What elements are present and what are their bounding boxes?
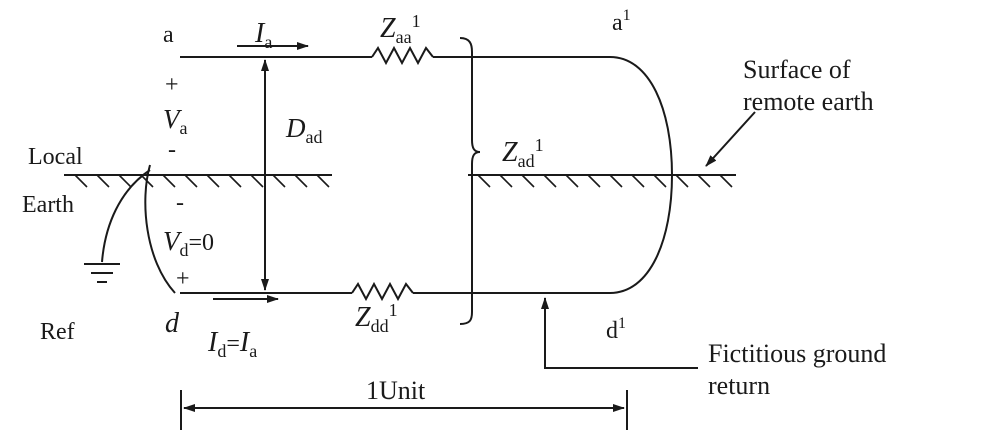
- surface-label-line2: remote earth: [743, 87, 874, 116]
- plus-bottom: +: [176, 266, 190, 292]
- node-a-label: a: [163, 22, 174, 48]
- plus-top: +: [165, 72, 179, 98]
- vd-label: Vd=0: [163, 226, 214, 260]
- ref-label: Ref: [40, 319, 75, 345]
- zdd-label: Zdd1: [355, 300, 398, 336]
- minus-bottom: -: [176, 190, 184, 216]
- conductor-a: [180, 45, 674, 294]
- zaa-label: Zaa1: [380, 11, 421, 47]
- node-a1-label: a1: [612, 7, 631, 36]
- ground-lead: [101, 169, 151, 263]
- va-label: Va: [163, 104, 188, 138]
- fictitious-label-line2: return: [708, 371, 770, 400]
- minus-top: -: [168, 137, 176, 163]
- remote-earth-line: [468, 174, 736, 188]
- ground-icon: [84, 263, 120, 283]
- unit-label: 1Unit: [366, 376, 426, 405]
- id-label: Id=Ia: [207, 327, 257, 361]
- fictitious-return-pointer: [541, 297, 698, 369]
- local-earth-curve: [144, 164, 176, 294]
- surface-pointer-arrow: [705, 111, 756, 167]
- surface-label-line1: Surface of: [743, 55, 851, 84]
- local-label: Local: [28, 144, 83, 170]
- ia-label: Ia: [254, 18, 272, 52]
- dad-label: Dad: [285, 113, 323, 147]
- fictitious-label-line1: Fictitious ground: [708, 339, 886, 368]
- zad-brace: [459, 37, 481, 325]
- zad-label: Zad1: [502, 135, 544, 171]
- conductor-d: [180, 281, 610, 302]
- node-d-label: d: [165, 308, 180, 339]
- earth-label: Earth: [22, 192, 74, 218]
- local-earth-line: [64, 174, 332, 188]
- node-d1-label: d1: [606, 315, 626, 344]
